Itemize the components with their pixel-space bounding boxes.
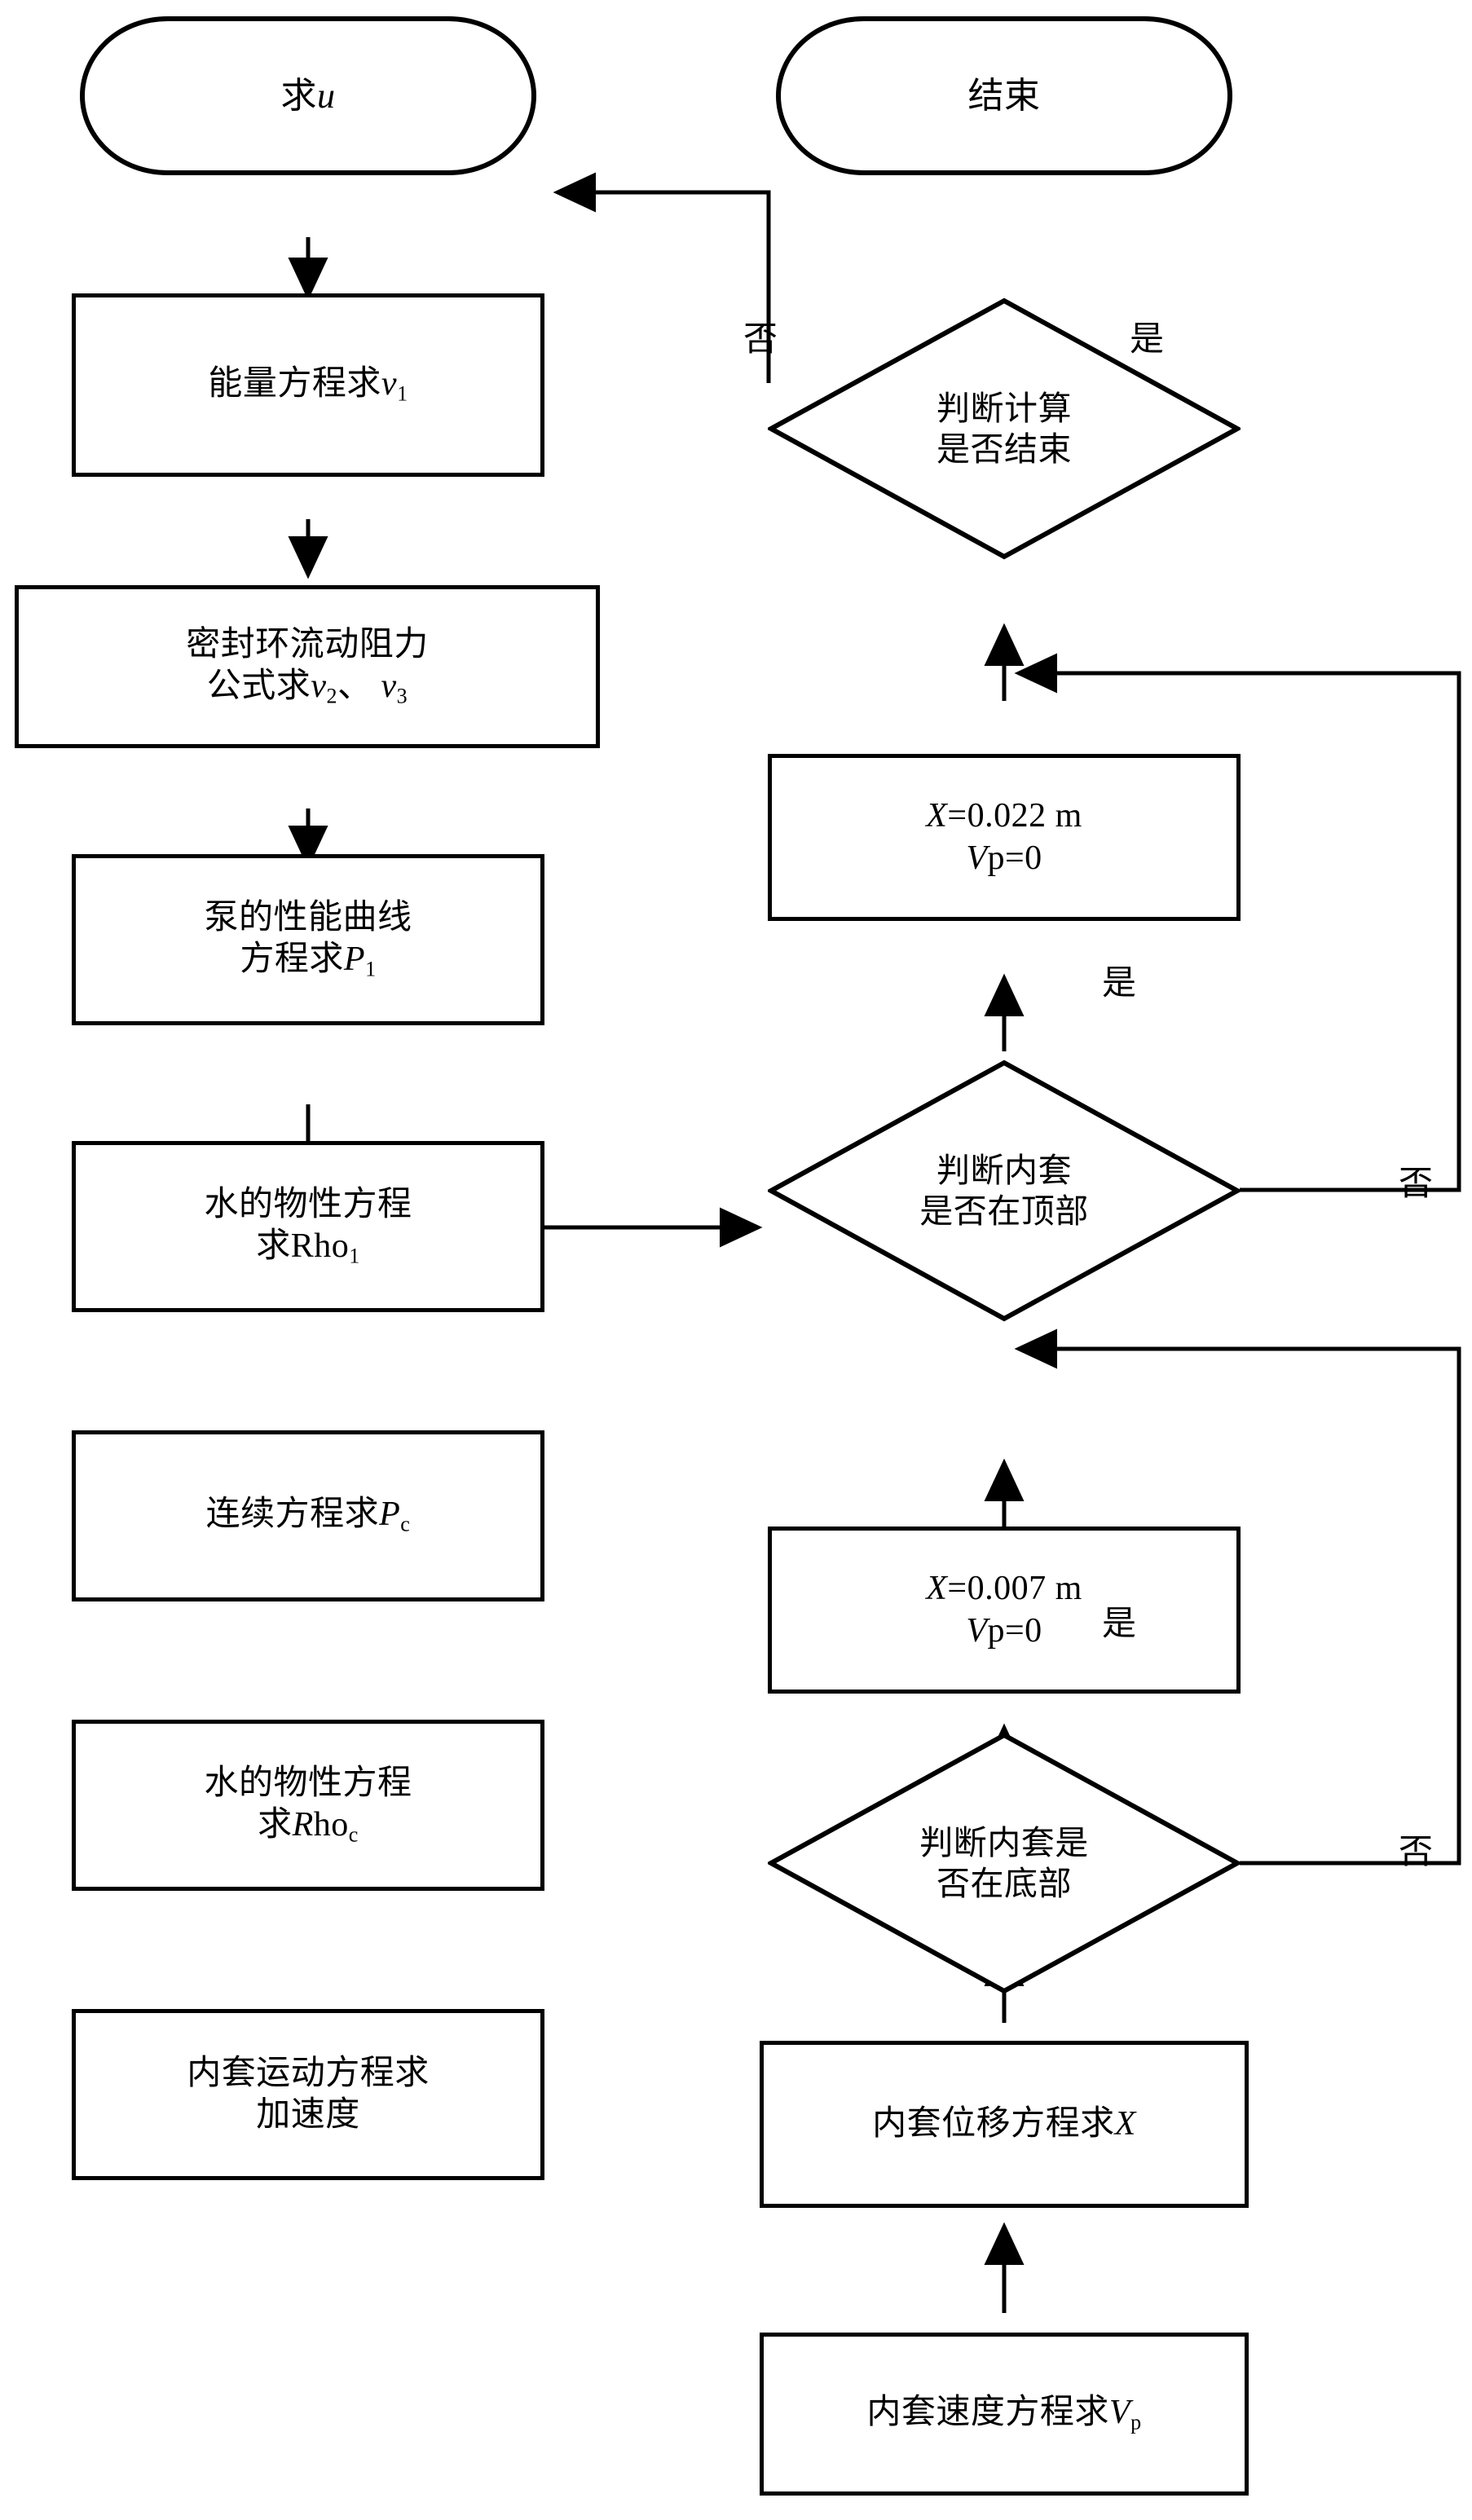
node-start-label: 求u [280,75,336,116]
edge-label-finish-yes: 是 [1130,321,1165,359]
decision-diamond-shape [768,1732,1241,1994]
node-energy-equation-label: 能量方程求v1 [208,364,408,406]
edge-label-bottom-yes: 是 [1102,1606,1137,1643]
node-sleeve-displacement-equation-label: 内套位移方程求X [872,2104,1136,2143]
node-decision-at-bottom-label: 判断内套是否在底部 [919,1823,1089,1902]
node-start[interactable]: 求u [80,16,536,175]
node-decision-calc-finished[interactable]: 判断计算是否结束 [768,297,1241,560]
node-sleeve-displacement-equation[interactable]: 内套位移方程求X [760,2041,1249,2208]
edge-decfinish-no-loop [571,190,771,383]
node-decision-at-top[interactable]: 判断内套是否在顶部 [768,1060,1241,1322]
node-sleeve-motion-equation-label: 内套运动方程求加速度 [187,2054,430,2134]
node-pump-performance-curve[interactable]: 泵的性能曲线方程求P1 [72,854,544,1025]
node-sleeve-velocity-equation[interactable]: 内套速度方程求Vp [760,2333,1249,2496]
node-decision-calc-finished-label: 判断计算是否结束 [937,389,1072,468]
edge-label-finish-no: 否 [743,321,778,359]
node-sleeve-motion-equation[interactable]: 内套运动方程求加速度 [72,2009,544,2180]
node-continuity-equation[interactable]: 连续方程求Pc [72,1430,544,1601]
node-energy-equation[interactable]: 能量方程求v1 [72,293,544,477]
node-continuity-equation-label: 连续方程求Pc [205,1496,411,1536]
edge-label-top-no: 否 [1399,1165,1434,1203]
node-water-property-1-label: 水的物性方程求Rho1 [204,1185,412,1268]
node-decision-at-bottom[interactable]: 判断内套是否在底部 [768,1732,1241,1994]
node-end-label: 结束 [967,75,1041,116]
edge-label-bottom-no: 否 [1399,1834,1434,1871]
node-water-property-1[interactable]: 水的物性方程求Rho1 [72,1141,544,1312]
node-sleeve-velocity-equation-label: 内套速度方程求Vp [866,2394,1142,2434]
node-seal-ring-resistance[interactable]: 密封环流动阻力公式求v2、 v3 [15,585,600,748]
node-pump-performance-curve-label: 泵的性能曲线方程求P1 [204,898,412,981]
decision-diamond-shape [768,297,1241,560]
node-seal-ring-resistance-label: 密封环流动阻力公式求v2、 v3 [186,625,429,708]
node-end[interactable]: 结束 [776,16,1232,175]
node-decision-at-top-label: 判断内套是否在顶部 [919,1151,1089,1230]
node-water-property-c-label: 水的物性方程求Rhoc [204,1764,412,1847]
edge-label-top-yes: 是 [1102,965,1137,1002]
decision-diamond-shape [768,1060,1241,1322]
node-water-property-c[interactable]: 水的物性方程求Rhoc [72,1720,544,1891]
